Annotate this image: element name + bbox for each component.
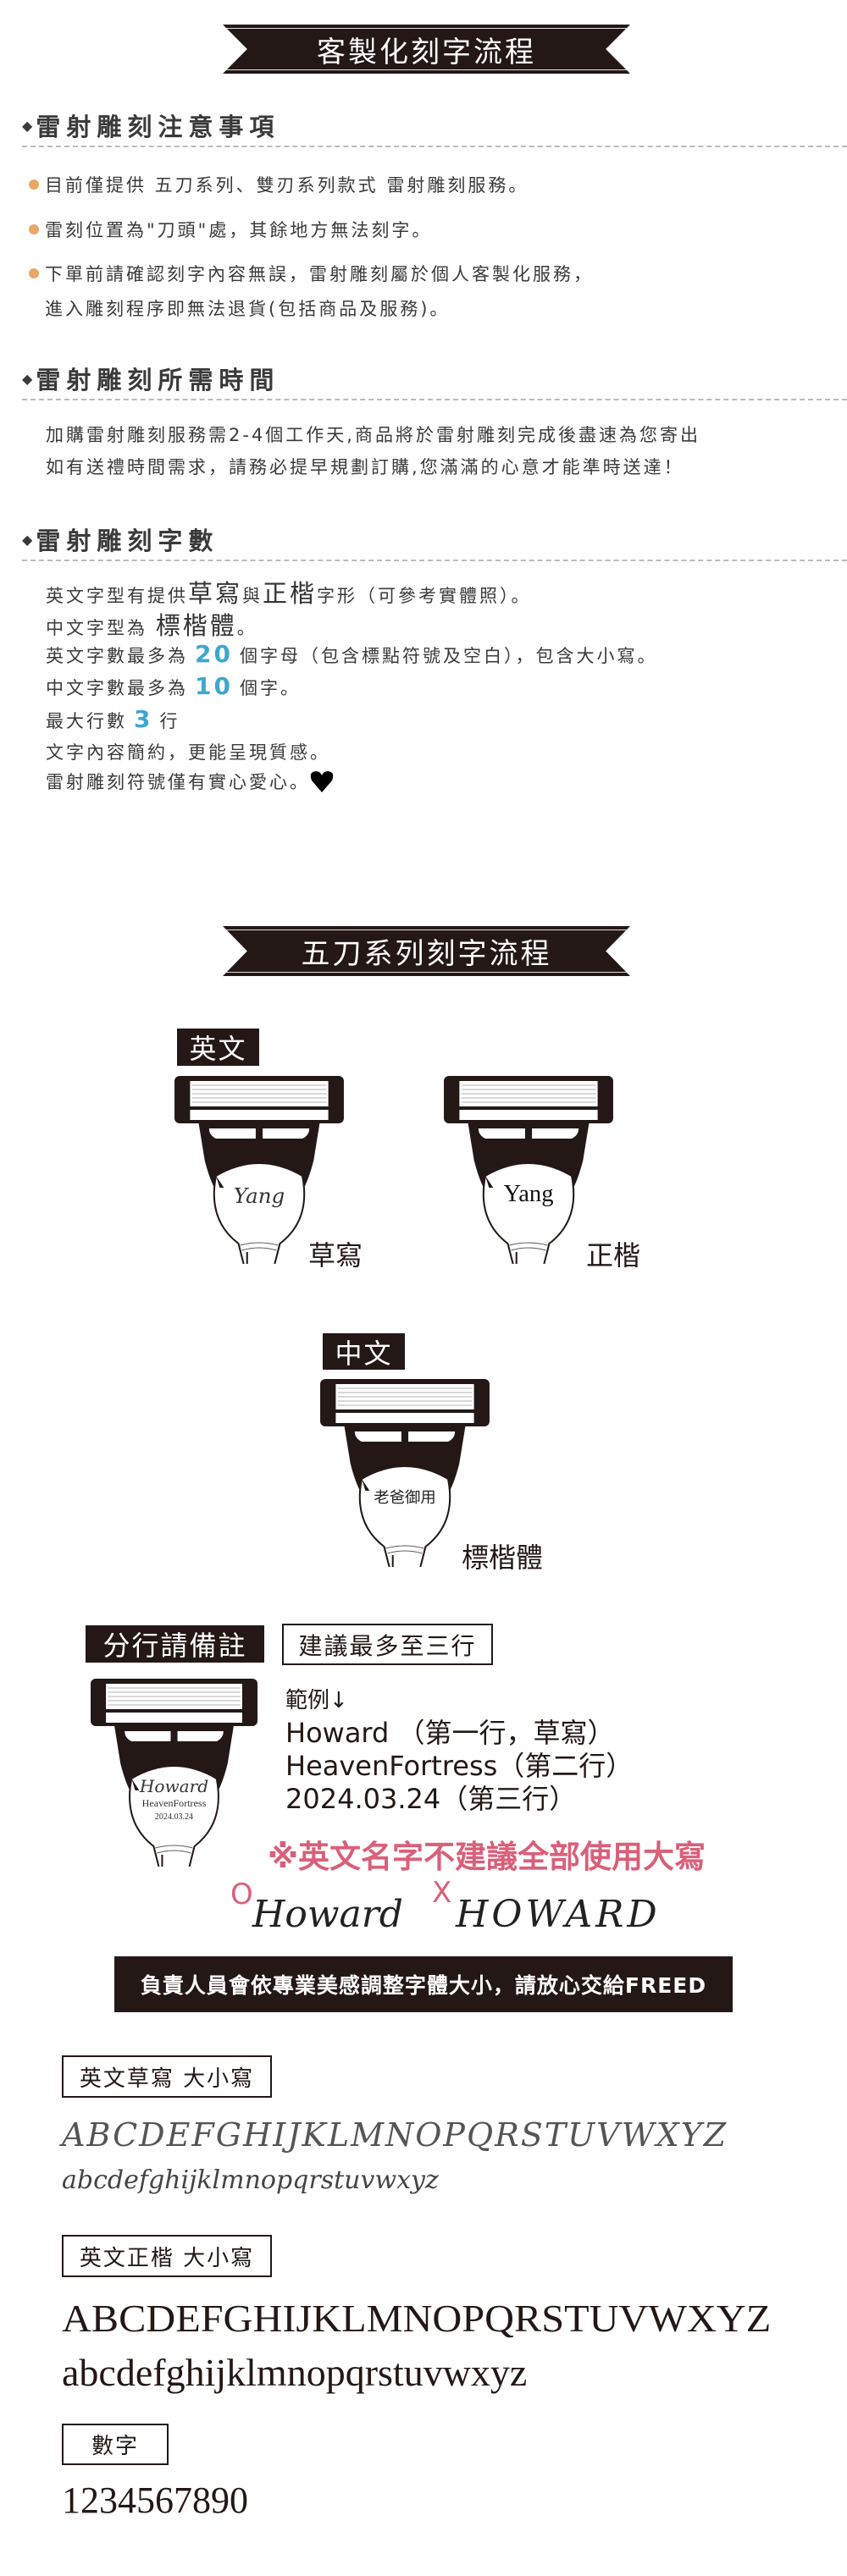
divider	[22, 399, 847, 400]
section-heading-time: ◆雷射雕刻所需時間	[22, 361, 280, 396]
cursive-font-tag: 英文草寫 大小寫	[62, 2055, 272, 2098]
footer-notice: 負責人員會依專業美感調整字體大小，請放心交給FREED	[114, 1956, 733, 2012]
cursive-uppercase-sample: ABCDEFGHIJKLMNOPQRSTUVWXYZ	[62, 2116, 728, 2154]
count-line-6: 文字內容簡約，更能呈現質感。	[46, 742, 330, 763]
count-line-2: 中文字型為 標楷體。	[46, 611, 257, 640]
example-line-1: Howard （第一行，草寫）	[285, 1717, 615, 1749]
regular-uppercase-sample: ABCDEFGHIJKLMNOPQRSTUVWXYZ	[62, 2297, 772, 2340]
diamond-icon: ◆	[22, 117, 33, 134]
example-line-3: 2024.03.24（第三行）	[285, 1783, 577, 1815]
uppercase-warning: ※英文名字不建議全部使用大寫	[268, 1839, 706, 1875]
bullet-dot-icon	[29, 179, 39, 190]
razor-cursive-illustration: Yang	[174, 1076, 345, 1264]
bullet-dot-icon	[29, 268, 39, 279]
section-heading-count: ◆雷射雕刻字數	[22, 521, 219, 557]
bullet-text: 目前僅提供 五刀系列、雙刃系列款式 雷射雕刻服務。	[45, 175, 529, 196]
regular-caption: 正楷	[586, 1239, 641, 1271]
digits-tag: 數字	[62, 2424, 169, 2465]
time-line: 加購雷射雕刻服務需2-4個工作天,商品將於雷射雕刻完成後盡速為您寄出	[46, 425, 700, 445]
svg-text:HeavenFortress: HeavenFortress	[142, 1797, 207, 1809]
example-line-2: HeavenFortress（第二行）	[285, 1750, 634, 1782]
diamond-icon: ◆	[22, 531, 33, 548]
svg-text:Yang: Yang	[234, 1183, 285, 1208]
cursive-caption: 草寫	[308, 1239, 363, 1271]
regular-lowercase-sample: abcdefghijklmnopqrstuvwxyz	[62, 2351, 528, 2394]
wrong-sample: HOWARD	[456, 1893, 661, 1936]
english-tag: 英文	[177, 1029, 259, 1066]
bullet-item: 目前僅提供 五刀系列、雙刃系列款式 雷射雕刻服務。	[29, 172, 529, 197]
title-banner: 客製化刻字流程	[223, 25, 630, 74]
five-blade-banner: 五刀系列刻字流程	[223, 926, 630, 976]
kaiti-caption: 標楷體	[462, 1542, 544, 1574]
bullet-item: 雷刻位置為"刀頭"處，其餘地方無法刻字。	[29, 217, 432, 242]
section-heading-notes: ◆雷射雕刻注意事項	[22, 108, 280, 143]
svg-text:Yang: Yang	[504, 1181, 554, 1207]
razor-chinese-illustration: 老爸御用	[319, 1379, 490, 1567]
svg-text:老爸御用: 老爸御用	[374, 1489, 435, 1507]
diamond-icon: ◆	[22, 370, 33, 387]
heading-text: 雷射雕刻字數	[36, 527, 219, 555]
svg-text:2024.03.24: 2024.03.24	[155, 1812, 193, 1822]
regular-font-tag: 英文正楷 大小寫	[62, 2235, 272, 2277]
correct-sample: Howard	[252, 1893, 403, 1936]
bullet-dot-icon	[29, 224, 39, 234]
bullet-text: 下單前請確認刻字內容無誤，雷射雕刻屬於個人客製化服務，	[45, 264, 594, 284]
digits-sample: 1234567890	[62, 2479, 248, 2521]
divider	[22, 560, 847, 561]
time-line: 如有送禮時間需求，請務必提早規劃訂購,您滿滿的心意才能準時送達！	[46, 457, 684, 477]
multiline-tag: 分行請備註	[86, 1625, 264, 1663]
divider	[22, 146, 847, 147]
bullet-item: 下單前請確認刻字內容無誤，雷射雕刻屬於個人客製化服務，	[29, 261, 594, 286]
heart-icon	[310, 771, 334, 792]
razor-regular-illustration: Yang	[443, 1076, 614, 1264]
example-title: 範例↓	[285, 1688, 348, 1713]
count-line-1: 英文字型有提供草寫與正楷字形（可參考實體照）。	[46, 579, 532, 608]
correct-mark-icon: O	[230, 1878, 253, 1911]
bullet-continuation: 進入雕刻程序即無法退貨(包括商品及服務)。	[45, 299, 451, 319]
max-lines-note: 建議最多至三行	[282, 1624, 493, 1665]
wrong-mark-icon: X	[432, 1876, 452, 1910]
svg-text:Howard: Howard	[139, 1776, 208, 1796]
cursive-lowercase-sample: abcdefghijklmnopqrstuvwxyz	[62, 2165, 439, 2195]
count-line-7: 雷射雕刻符號僅有實心愛心。	[46, 769, 334, 794]
heading-text: 雷射雕刻注意事項	[36, 113, 280, 141]
heading-text: 雷射雕刻所需時間	[36, 366, 280, 394]
bullet-text: 雷刻位置為"刀頭"處，其餘地方無法刻字。	[45, 220, 433, 240]
chinese-tag: 中文	[323, 1333, 405, 1370]
